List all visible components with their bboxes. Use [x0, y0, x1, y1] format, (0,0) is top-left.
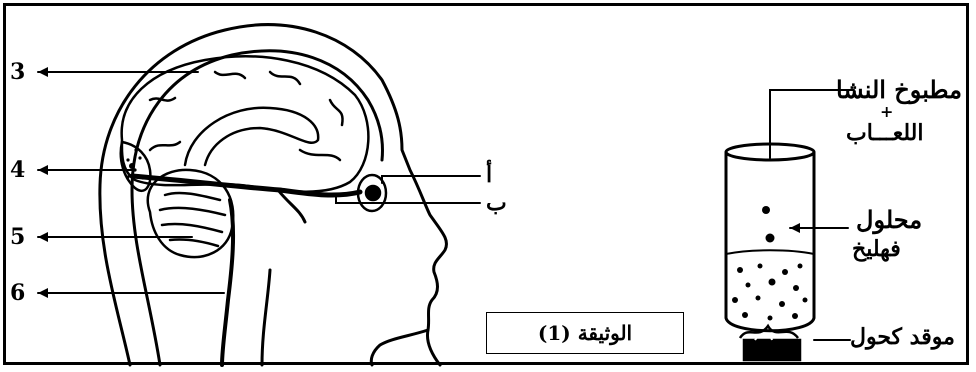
arrowhead-lugol [790, 223, 800, 233]
label-saliva: اللعـــاب [846, 122, 923, 144]
label-a: أ [486, 164, 492, 186]
label-starch: مطبوخ النشا [836, 78, 962, 102]
label-lugol-2: فهليخ [852, 238, 901, 260]
document-caption: الوثيقة (1) [538, 321, 632, 345]
label-6: 6 [10, 282, 25, 304]
label-4: 4 [10, 159, 25, 181]
label-5: 5 [10, 226, 25, 248]
liquid-dots [732, 206, 808, 321]
leader-lines [38, 72, 480, 293]
document-caption-box: الوثيقة (1) [486, 312, 684, 354]
label-b: ب [486, 192, 507, 214]
label-plus: + [880, 104, 893, 120]
arrowheads [38, 67, 48, 298]
label-burner: موقد كحول [850, 326, 955, 348]
label-3: 3 [10, 61, 25, 83]
label-lugol-1: محلول [856, 208, 922, 232]
